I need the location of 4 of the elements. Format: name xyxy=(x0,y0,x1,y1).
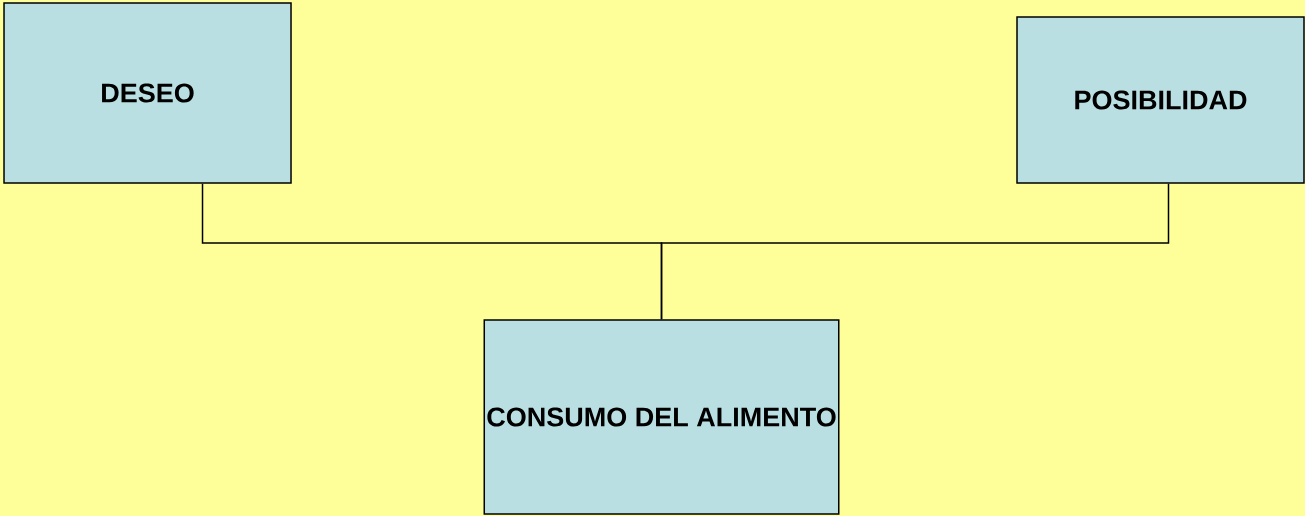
text-box: DESEO xyxy=(3,2,292,184)
text-box: POSIBILIDAD xyxy=(1016,16,1305,184)
text-box: CONSUMO DEL ALIMENTO xyxy=(483,319,840,515)
connector-line xyxy=(660,183,1170,320)
